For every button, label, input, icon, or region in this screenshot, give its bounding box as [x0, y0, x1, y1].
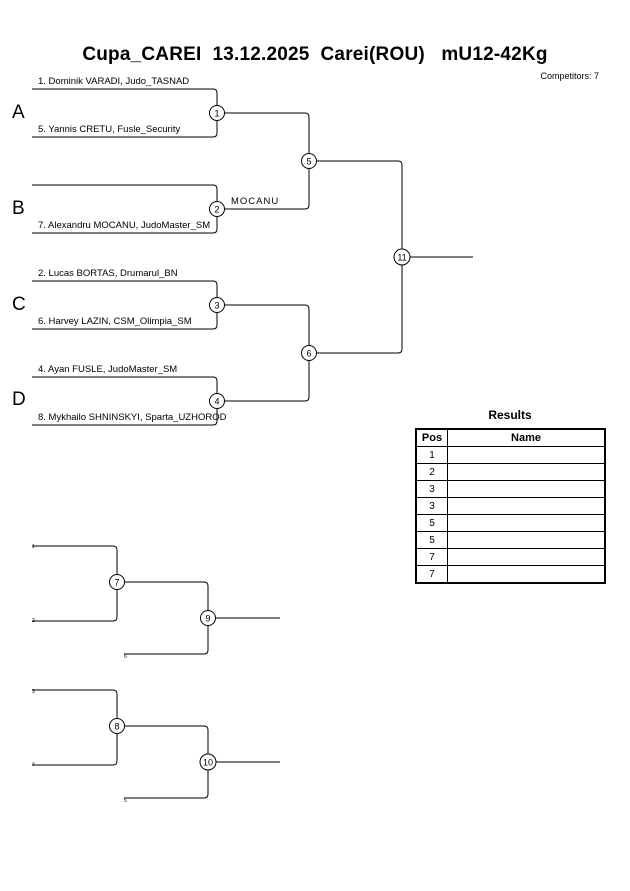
results-row: 1 — [415, 446, 606, 464]
results-name — [447, 446, 606, 464]
repechage-10-bottom-label: 5 — [124, 798, 127, 804]
match-node-5: 5 — [301, 153, 317, 169]
pool-label-b: B — [12, 198, 25, 219]
results-table: Pos Name 1 2 3 3 5 5 7 7 — [415, 428, 606, 584]
match-node-9: 9 — [200, 610, 216, 626]
bracket-line-match-5 — [217, 112, 310, 210]
match-number-11: 11 — [397, 253, 406, 263]
results-pos: 7 — [415, 548, 448, 566]
repechage-7-top-label: 1 — [32, 544, 35, 550]
competitor-a-top: 1. Dominik VARADI, Judo_TASNAD — [38, 76, 190, 87]
page-title: Cupa_CAREI 13.12.2025 Carei(ROU) mU12-42… — [82, 44, 548, 65]
results-name — [447, 514, 606, 532]
match-number-5: 5 — [306, 157, 311, 167]
match-number-9: 9 — [205, 614, 210, 624]
competitors-count: Competitors: 7 — [540, 71, 599, 81]
results-pos: 7 — [415, 565, 448, 584]
results-name — [447, 531, 606, 549]
results-pos: 3 — [415, 497, 448, 515]
results-header-pos: Pos — [415, 428, 448, 447]
repechage-8-top-label: 3 — [32, 689, 35, 695]
match-number-7: 7 — [114, 578, 119, 588]
bracket-line-match-10 — [117, 725, 209, 799]
match-number-6: 6 — [306, 349, 311, 359]
match-node-6: 6 — [301, 345, 317, 361]
results-title: Results — [488, 408, 532, 422]
competitor-d-bottom: 8. Mykhailo SHNINSKYI, Sparta_UZHOROD — [38, 412, 227, 423]
results-pos: 3 — [415, 480, 448, 498]
results-name — [447, 548, 606, 566]
results-row: 7 — [415, 548, 606, 566]
results-row: 3 — [415, 480, 606, 498]
match-number-8: 8 — [114, 722, 119, 732]
match-node-1: 1 — [209, 105, 225, 121]
results-row: 5 — [415, 514, 606, 532]
bracket-line-match-7 — [32, 545, 118, 622]
results-pos: 2 — [415, 463, 448, 481]
match-node-4: 4 — [209, 393, 225, 409]
results-pos: 5 — [415, 531, 448, 549]
match-2-winner: MOCANU — [231, 196, 280, 207]
pool-label-a: A — [12, 102, 25, 123]
pool-label-c: C — [12, 294, 26, 315]
results-row: 3 — [415, 497, 606, 515]
competitor-c-bottom: 6. Harvey LAZIN, CSM_Olimpia_SM — [38, 316, 192, 327]
repechage-8-bottom-label: 4 — [32, 762, 35, 768]
bracket-line-match-8 — [32, 689, 118, 766]
results-pos: 1 — [415, 446, 448, 464]
match-number-2: 2 — [214, 205, 219, 215]
results-name — [447, 480, 606, 498]
results-pos: 5 — [415, 514, 448, 532]
match-number-3: 3 — [214, 301, 219, 311]
repechage-9-bottom-label: 6 — [124, 654, 127, 660]
bracket-line-match-11 — [309, 160, 403, 354]
pool-label-d: D — [12, 389, 26, 410]
competitor-a-bottom: 5. Yannis CRETU, Fusle_Security — [38, 124, 181, 135]
competitor-c-top: 2. Lucas BORTAS, Drumarul_BN — [38, 268, 178, 279]
match-number-4: 4 — [214, 397, 219, 407]
results-row: 5 — [415, 531, 606, 549]
match-node-8: 8 — [109, 718, 125, 734]
match-node-11: 11 — [393, 248, 411, 266]
results-header-row: Pos Name — [415, 428, 606, 447]
match-node-2: 2 — [209, 201, 225, 217]
results-name — [447, 497, 606, 515]
results-row: 2 — [415, 463, 606, 481]
results-name — [447, 463, 606, 481]
results-header-name: Name — [447, 428, 606, 447]
match-node-10: 10 — [199, 753, 217, 771]
competitor-b-bottom: 7. Alexandru MOCANU, JudoMaster_SM — [38, 220, 211, 231]
results-name — [447, 565, 606, 584]
match-number-1: 1 — [214, 109, 219, 119]
match-node-7: 7 — [109, 574, 125, 590]
bracket-line-match-6 — [217, 304, 310, 402]
match-node-3: 3 — [209, 297, 225, 313]
match-number-10: 10 — [203, 758, 213, 768]
results-row: 7 — [415, 565, 606, 584]
bracket-line-match-9 — [117, 581, 209, 655]
competitor-d-top: 4. Ayan FUSLE, JudoMaster_SM — [38, 364, 178, 375]
repechage-7-bottom-label: 2 — [32, 618, 35, 624]
